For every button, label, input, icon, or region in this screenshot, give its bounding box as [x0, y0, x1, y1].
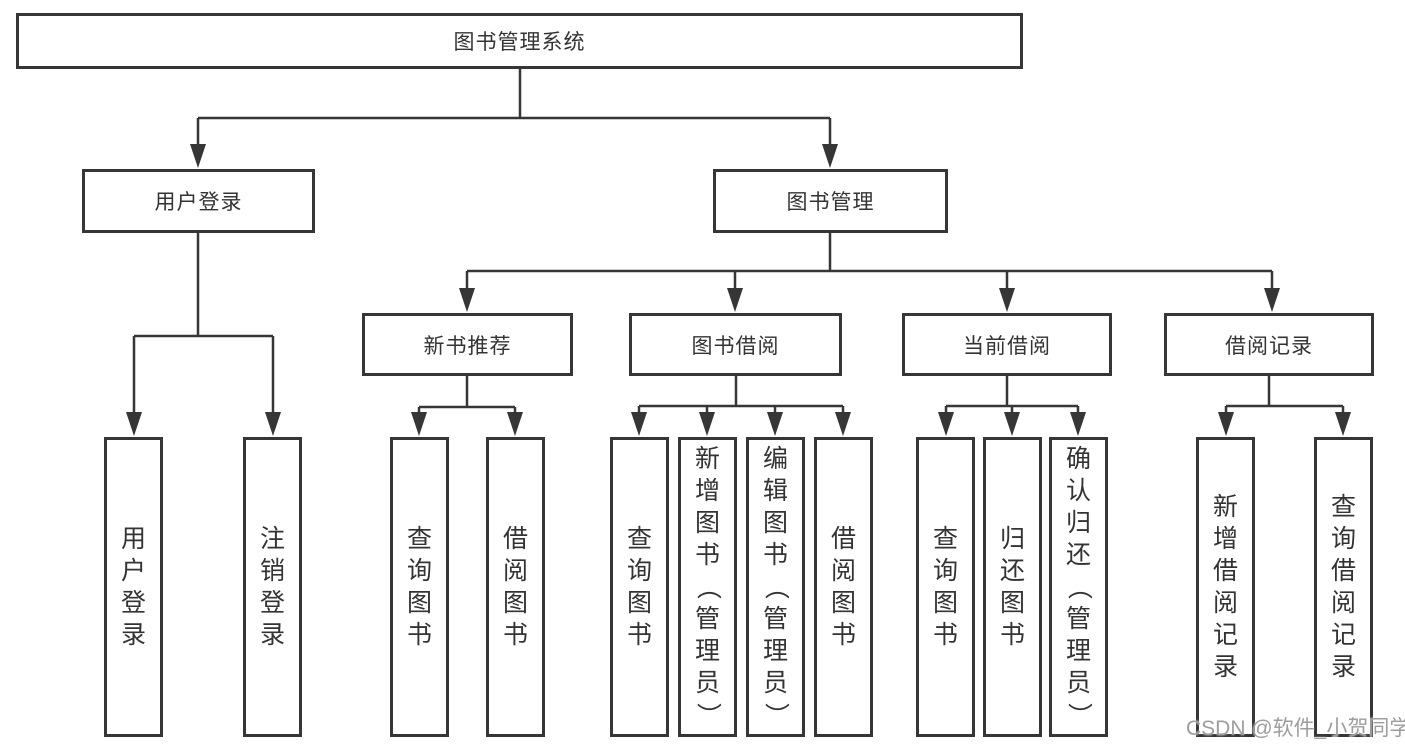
- node-library-management-system: 图书管理系统: [16, 13, 1023, 69]
- node-label: 查询图书: [932, 524, 958, 649]
- node-label: 借阅记录: [1225, 334, 1313, 358]
- csdn-watermark: CSDN @软件_小贺同学: [1186, 717, 1405, 740]
- node-label: 借阅图书: [502, 524, 528, 649]
- node-label: 新增借阅记录: [1212, 492, 1238, 681]
- node-label: 新增图书（管理员）: [694, 444, 722, 728]
- leaf-query-books-current: 查询图书: [916, 437, 975, 737]
- node-label: 编辑图书（管理员）: [762, 444, 790, 728]
- leaf-add-book-admin: 新增图书（管理员）: [678, 437, 737, 737]
- node-label: 新书推荐: [423, 334, 512, 358]
- leaf-confirm-return-admin: 确认归还（管理员）: [1049, 437, 1108, 737]
- leaf-query-books-borrowing: 查询图书: [610, 437, 669, 737]
- leaf-edit-book-admin: 编辑图书（管理员）: [746, 437, 805, 737]
- arrowheads: [126, 144, 1351, 436]
- node-label: 注销登录: [259, 524, 285, 649]
- node-label: 图书管理系统: [453, 31, 586, 54]
- node-user-login: 用户登录: [82, 169, 315, 233]
- leaf-return-books: 归还图书: [983, 437, 1042, 737]
- leaf-add-borrow-record: 新增借阅记录: [1196, 437, 1255, 737]
- node-label: 查询图书: [406, 524, 432, 649]
- node-label: 查询图书: [626, 524, 652, 649]
- node-label: 当前借阅: [963, 334, 1051, 358]
- leaf-user-login: 用户登录: [104, 437, 163, 737]
- node-label: 查询借阅记录: [1330, 492, 1356, 681]
- leaf-logout: 注销登录: [243, 437, 302, 737]
- node-label: 用户登录: [120, 524, 146, 649]
- leaf-query-borrow-record: 查询借阅记录: [1314, 437, 1373, 737]
- node-book-management: 图书管理: [713, 169, 948, 233]
- node-label: 用户登录: [154, 191, 243, 214]
- node-label: 图书管理: [786, 191, 875, 214]
- leaf-borrow-books-recommend: 借阅图书: [486, 437, 545, 737]
- node-book-borrowing: 图书借阅: [629, 313, 842, 376]
- node-borrowing-records: 借阅记录: [1164, 313, 1374, 376]
- node-label: 确认归还（管理员）: [1065, 444, 1093, 728]
- node-current-borrowing: 当前借阅: [902, 313, 1112, 376]
- node-new-book-recommendation: 新书推荐: [362, 313, 573, 376]
- leaf-query-books-recommend: 查询图书: [390, 437, 449, 737]
- node-label: 借阅图书: [830, 524, 856, 649]
- node-label: 归还图书: [999, 524, 1025, 649]
- leaf-borrow-books: 借阅图书: [814, 437, 873, 737]
- node-label: 图书借阅: [691, 334, 780, 358]
